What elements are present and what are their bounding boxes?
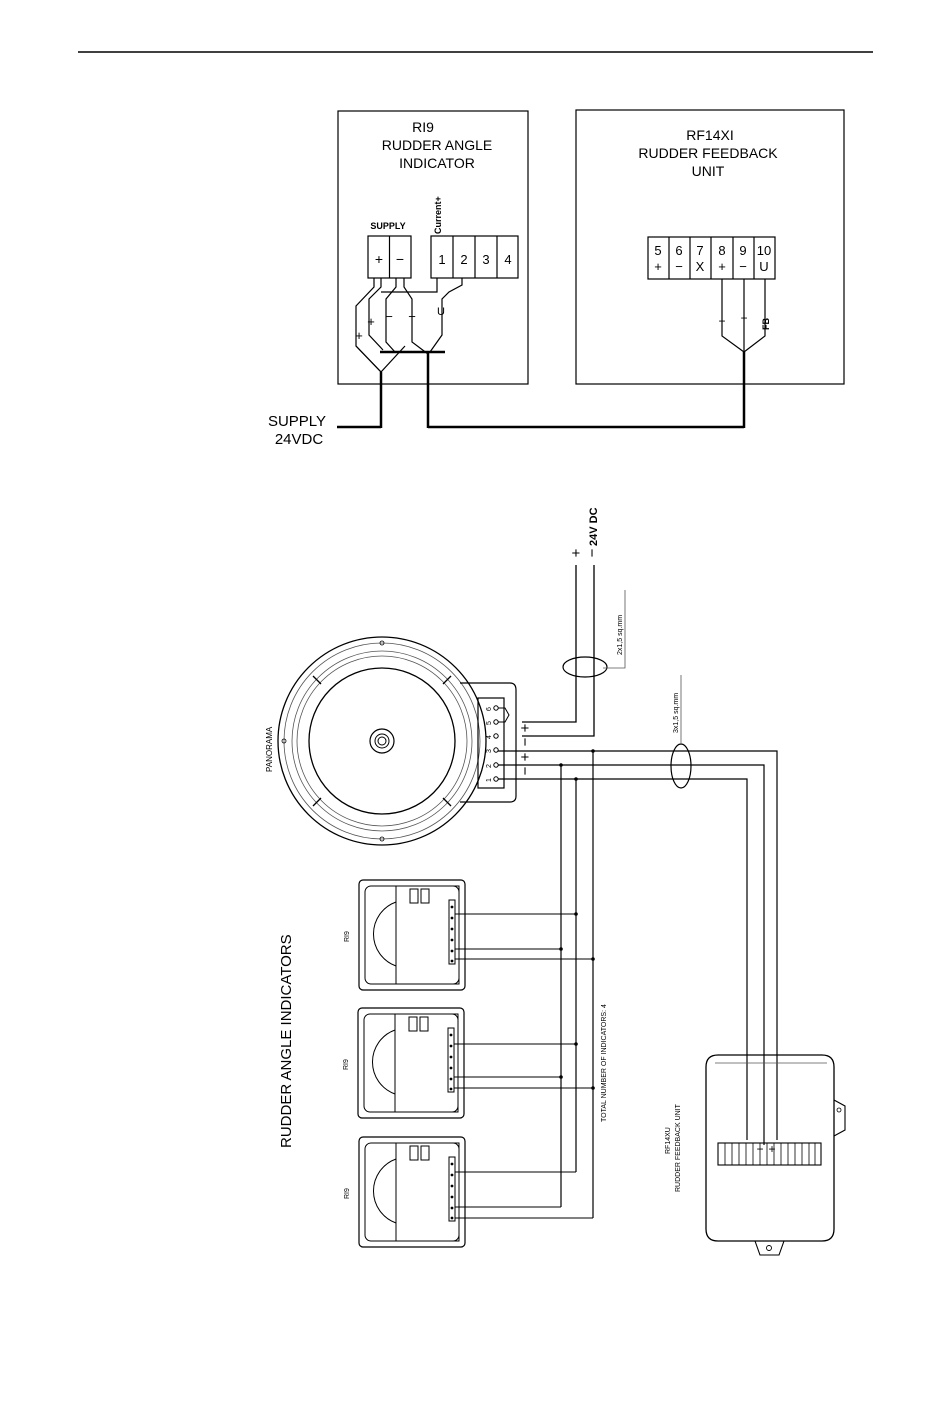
rf14xi-subtitle-2: UNIT	[692, 163, 725, 179]
ri9-supply-terminal-block: + −	[368, 236, 411, 278]
rf14xi-subtitle-1: RUDDER FEEDBACK	[638, 145, 778, 161]
panorama-label: PANORAMA	[265, 726, 274, 772]
rf14xi-wire-label-minus: −	[740, 311, 747, 325]
ri9-indicator-1	[359, 880, 595, 990]
cable-2-label: 3x1,5 sq.mm	[673, 693, 680, 733]
ri9-indicator-3	[359, 1137, 593, 1247]
rf14xu-label-2: RUDDER FEEDBACK UNIT	[675, 1103, 682, 1192]
ri9-title: RI9	[412, 119, 434, 135]
ri9-terminal-4: 4	[504, 252, 511, 267]
ri9-terminal-2: 2	[460, 252, 467, 267]
panorama-sign-4: −	[517, 766, 534, 775]
rf14xi-terminal-8-sign: +	[718, 259, 726, 274]
supply-voltage-label: 24VDC	[275, 431, 324, 448]
rf14xi-internal-wires	[722, 279, 765, 428]
ri9-indicator-2-label: RI9	[343, 1059, 350, 1070]
panorama-sign-1: +	[517, 723, 534, 732]
indicator-bus	[561, 751, 593, 1218]
ri9-internal-wires	[356, 278, 462, 428]
rf14xi-terminal-8: 8	[718, 243, 725, 258]
rf14xi-wire-label-fb: FB	[761, 318, 771, 330]
ri9-indicator-2	[358, 1008, 595, 1118]
rf14xu-label-1: RF14XU	[665, 1127, 672, 1154]
ri9-terminal-1: 1	[438, 252, 445, 267]
supply-cable	[522, 565, 625, 736]
ri9-wire-label-1: +	[355, 328, 363, 343]
rf14xi-terminal-6-sign: −	[675, 259, 683, 274]
ri9-indicator-1-label: RI9	[344, 931, 351, 942]
rf14xi-title: RF14XI	[686, 127, 733, 143]
rf14xu-sign-plus: +	[768, 1142, 775, 1156]
ri9-wire-label-2: +	[367, 314, 375, 329]
total-indicators-label: TOTAL NUMBER OF INDICATORS: 4	[601, 1004, 608, 1122]
ri9-terminal-minus: −	[396, 251, 404, 267]
rf14xi-terminal-10: 10	[757, 243, 771, 258]
rf14xi-terminal-7: 7	[696, 243, 703, 258]
panorama-terminal-5: 5	[486, 721, 493, 725]
bottom-supply-plus: +	[568, 548, 585, 557]
rf14xi-terminal-9: 9	[739, 243, 746, 258]
panorama-terminal-1: 1	[486, 778, 493, 782]
panorama-indicator	[278, 637, 516, 845]
rf14xi-wire-label-plus: +	[718, 314, 725, 328]
rudder-angle-indicators-title: RUDDER ANGLE INDICATORS	[278, 934, 295, 1148]
feedback-cable	[498, 675, 777, 1145]
rf14xi-terminal-7-sign: X	[696, 259, 705, 274]
ri9-supply-label: SUPPLY	[370, 221, 405, 231]
supply-label: SUPPLY	[268, 413, 326, 430]
panorama-terminal-6: 6	[486, 707, 493, 711]
rf14xu-sign-minus: −	[756, 1142, 763, 1156]
rf14xi-terminal-5-sign: +	[654, 259, 662, 274]
panorama-sign-3: +	[517, 752, 534, 761]
ri9-current-label: Current+	[433, 196, 443, 234]
panorama-terminal-2: 2	[486, 764, 493, 768]
ri9-indicator-3-label: RI9	[344, 1188, 351, 1199]
panorama-terminal-4: 4	[486, 735, 493, 739]
ri9-terminal-plus: +	[375, 251, 383, 267]
ri9-wire-label-5: U	[437, 306, 445, 318]
bottom-supply-minus: −	[584, 548, 601, 557]
ri9-subtitle-1: RUDDER ANGLE	[382, 137, 492, 153]
panorama-center-knob	[370, 729, 394, 753]
rf14xi-terminal-6: 6	[675, 243, 682, 258]
cable-1-label: 2x1,5 sq.mm	[617, 615, 624, 655]
ri9-wire-label-3: −	[385, 309, 393, 324]
ri9-signal-terminal-block: 1 2 3 4	[431, 236, 518, 278]
panorama-sign-2: −	[517, 737, 534, 746]
rf14xi-terminal-9-sign: −	[739, 259, 747, 274]
panorama-terminal-3: 3	[486, 749, 493, 753]
ri9-wire-label-4: −	[408, 309, 416, 324]
ri9-subtitle-2: INDICATOR	[399, 155, 475, 171]
rf14xi-terminal-10-sign: U	[759, 259, 768, 274]
ri9-terminal-3: 3	[482, 252, 489, 267]
rf14xi-terminal-5: 5	[654, 243, 661, 258]
rf14xi-box: RF14XI RUDDER FEEDBACK UNIT 5 6 7 8 9 10…	[576, 110, 844, 428]
ri9-box: RI9 RUDDER ANGLE INDICATOR SUPPLY Curren…	[338, 111, 528, 428]
bottom-supply-label: 24V DC	[588, 507, 600, 546]
rf14xi-terminal-block: 5 6 7 8 9 10 + − X + − U	[648, 237, 775, 279]
